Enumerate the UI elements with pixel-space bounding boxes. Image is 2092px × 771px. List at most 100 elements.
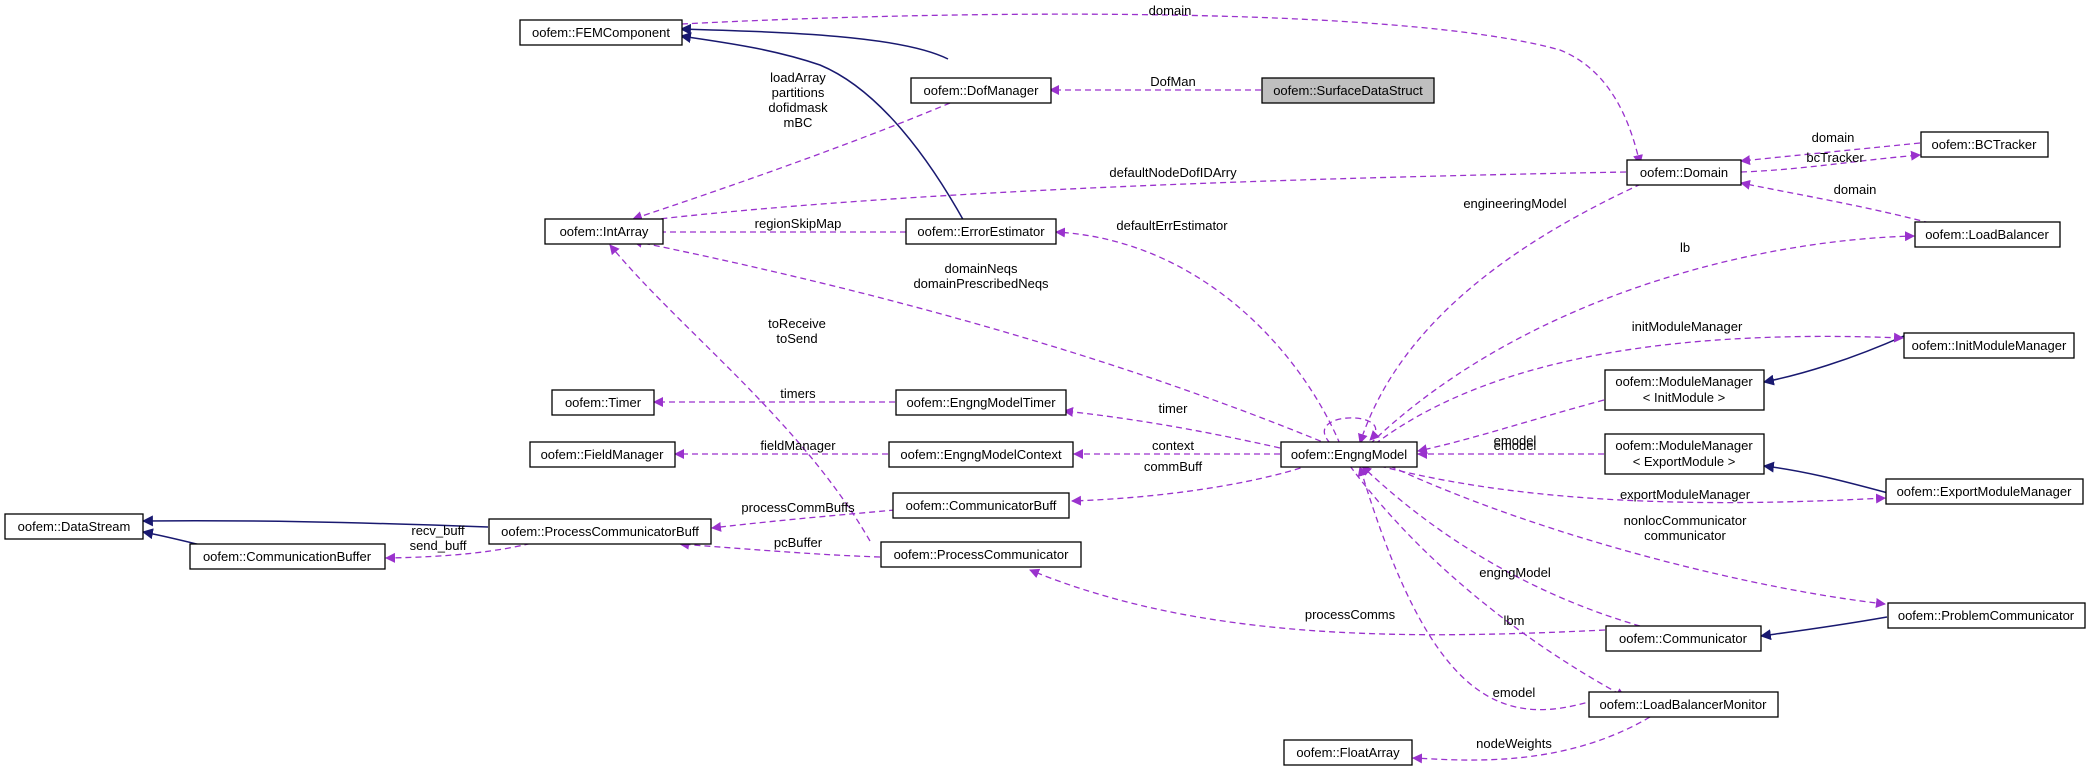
node-bctracker[interactable]: oofem::BCTracker xyxy=(1920,131,2049,158)
node-processcommunicator[interactable]: oofem::ProcessCommunicator xyxy=(880,541,1082,568)
node-loadbalancermonitor[interactable]: oofem::LoadBalancerMonitor xyxy=(1588,691,1779,718)
edge-exportmodulemanager xyxy=(1379,465,1886,504)
edge-toreceive xyxy=(609,244,871,542)
node-communicationbuffer[interactable]: oofem::CommunicationBuffer xyxy=(189,543,386,570)
edge-pcbuffer xyxy=(679,539,881,558)
label-context: context xyxy=(1152,438,1194,453)
node-processcommunicatorbuff[interactable]: oofem::ProcessCommunicatorBuff xyxy=(488,518,712,545)
edge-commbuff xyxy=(1071,464,1311,506)
node-modulemanager-export-label: oofem::ModuleManager xyxy=(1615,438,1753,453)
node-communicatorbuff[interactable]: oofem::CommunicatorBuff xyxy=(892,492,1070,519)
label-domainprescribedneqs: domainPrescribedNeqs xyxy=(913,276,1049,291)
node-datastream[interactable]: oofem::DataStream xyxy=(4,513,144,540)
edge-exportmodulemanager-modulemanager-export xyxy=(1762,461,1889,494)
label-loadarray: loadArray xyxy=(770,70,826,85)
node-engngmodeltimer[interactable]: oofem::EngngModelTimer xyxy=(895,389,1067,416)
edge-bct-domain xyxy=(1740,142,1921,166)
node-loadbalancer-label: oofem::LoadBalancer xyxy=(1925,227,2049,242)
node-floatarray[interactable]: oofem::FloatArray xyxy=(1283,739,1413,766)
edge-nodeweights xyxy=(1412,716,1651,764)
label-dofman: DofMan xyxy=(1150,74,1196,89)
label-recv-buff: recv_buff xyxy=(411,523,465,538)
node-modulemanager-export[interactable]: oofem::ModuleManager < ExportModule > xyxy=(1604,433,1765,475)
node-problemcommunicator-label: oofem::ProblemCommunicator xyxy=(1898,608,2075,623)
edge-emodel-init xyxy=(1417,399,1605,455)
label-pcbuffer: pcBuffer xyxy=(774,535,823,550)
label-processcommbuffs: processCommBuffs xyxy=(741,500,855,515)
node-initmodulemanager-label: oofem::InitModuleManager xyxy=(1912,338,2067,353)
label-emodel-lbm: emodel xyxy=(1493,685,1536,700)
node-initmodulemanager[interactable]: oofem::InitModuleManager xyxy=(1903,332,2075,359)
label-lbm: lbm xyxy=(1504,613,1525,628)
label-lb: lb xyxy=(1680,240,1690,255)
node-processcommunicator-label: oofem::ProcessCommunicator xyxy=(894,547,1070,562)
label-dofidmask: dofidmask xyxy=(768,100,828,115)
edge-lb-domain xyxy=(1740,179,1931,224)
node-dofmanager-label: oofem::DofManager xyxy=(924,83,1040,98)
label-domainneqs: domainNeqs xyxy=(945,261,1018,276)
node-femcomponent[interactable]: oofem::FEMComponent xyxy=(519,19,683,46)
node-intarray[interactable]: oofem::IntArray xyxy=(544,218,664,245)
edge-processcomms xyxy=(1029,568,1606,636)
node-timer[interactable]: oofem::Timer xyxy=(551,389,655,416)
edge-processcommunicatorbuff-datastream xyxy=(141,515,489,528)
edge-errorestimator-femcomponent xyxy=(679,32,966,224)
node-modulemanager-init-label: oofem::ModuleManager xyxy=(1615,374,1753,389)
node-problemcommunicator[interactable]: oofem::ProblemCommunicator xyxy=(1887,602,2086,629)
label-domain-top: domain xyxy=(1149,3,1192,18)
node-floatarray-label: oofem::FloatArray xyxy=(1296,745,1400,760)
node-engngmodeltimer-label: oofem::EngngModelTimer xyxy=(906,395,1056,410)
node-communicator[interactable]: oofem::Communicator xyxy=(1605,625,1762,652)
label-emodel-export: emodel xyxy=(1494,438,1537,453)
label-timer: timer xyxy=(1159,401,1189,416)
node-dofmanager[interactable]: oofem::DofManager xyxy=(910,77,1052,104)
node-exportmodulemanager[interactable]: oofem::ExportModuleManager xyxy=(1885,478,2084,505)
edge-master xyxy=(1323,417,1380,444)
node-errorestimator[interactable]: oofem::ErrorEstimator xyxy=(905,218,1057,245)
node-modulemanager-init[interactable]: oofem::ModuleManager < InitModule > xyxy=(1604,369,1765,411)
label-regionskipmap: regionSkipMap xyxy=(755,216,842,231)
node-fieldmanager-label: oofem::FieldManager xyxy=(541,447,665,462)
node-engngmodelcontext-label: oofem::EngngModelContext xyxy=(900,447,1062,462)
node-intarray-label: oofem::IntArray xyxy=(560,224,649,239)
node-modulemanager-export-template: < ExportModule > xyxy=(1633,454,1736,469)
label-initmodulemanager: initModuleManager xyxy=(1632,319,1743,334)
edge-domainneqs xyxy=(632,237,1331,446)
edge-dofmanager-femcomponent xyxy=(679,23,949,60)
label-engngmodel: engngModel xyxy=(1479,565,1551,580)
edge-engineeringmodel xyxy=(1358,183,1642,444)
node-loadbalancermonitor-label: oofem::LoadBalancerMonitor xyxy=(1600,697,1768,712)
node-domain[interactable]: oofem::Domain xyxy=(1626,159,1742,186)
label-bctracker: bcTracker xyxy=(1806,150,1864,165)
edge-lb xyxy=(1369,231,1915,445)
edge-engngmodel xyxy=(1361,465,1641,627)
node-engngmodelcontext[interactable]: oofem::EngngModelContext xyxy=(888,441,1074,468)
node-communicationbuffer-label: oofem::CommunicationBuffer xyxy=(203,549,372,564)
node-processcommunicatorbuff-label: oofem::ProcessCommunicatorBuff xyxy=(501,524,699,539)
edge-loadarray xyxy=(632,102,951,221)
node-loadbalancer[interactable]: oofem::LoadBalancer xyxy=(1914,221,2061,248)
node-surfacedatastruct[interactable]: oofem::SurfaceDataStruct xyxy=(1261,77,1435,104)
edge-emodel-lbm xyxy=(1357,466,1596,711)
label-mbc: mBC xyxy=(784,115,813,130)
label-communicator: communicator xyxy=(1644,528,1726,543)
label-timers: timers xyxy=(780,386,816,401)
label-commbuff: commBuff xyxy=(1144,459,1203,474)
node-fieldmanager[interactable]: oofem::FieldManager xyxy=(529,441,676,468)
node-timer-label: oofem::Timer xyxy=(565,395,642,410)
node-engngmodel[interactable]: oofem::EngngModel xyxy=(1280,441,1418,468)
edge-processcommbuffs xyxy=(711,509,896,532)
node-domain-label: oofem::Domain xyxy=(1640,165,1728,180)
label-bct-domain: domain xyxy=(1812,130,1855,145)
label-nonloccommunicator: nonlocCommunicator xyxy=(1624,513,1748,528)
node-datastream-label: oofem::DataStream xyxy=(18,519,131,534)
label-emodel-init: emodel xyxy=(1494,433,1537,448)
edge-lbm xyxy=(1349,465,1626,698)
node-modulemanager-init-template: < InitModule > xyxy=(1643,390,1725,405)
label-toreceive: toReceive xyxy=(768,316,826,331)
node-bctracker-label: oofem::BCTracker xyxy=(1932,137,2038,152)
edge-bctracker xyxy=(1740,150,1921,173)
label-processcomms: processComms xyxy=(1305,607,1396,622)
edge-domain-femcomponent xyxy=(681,13,1643,165)
